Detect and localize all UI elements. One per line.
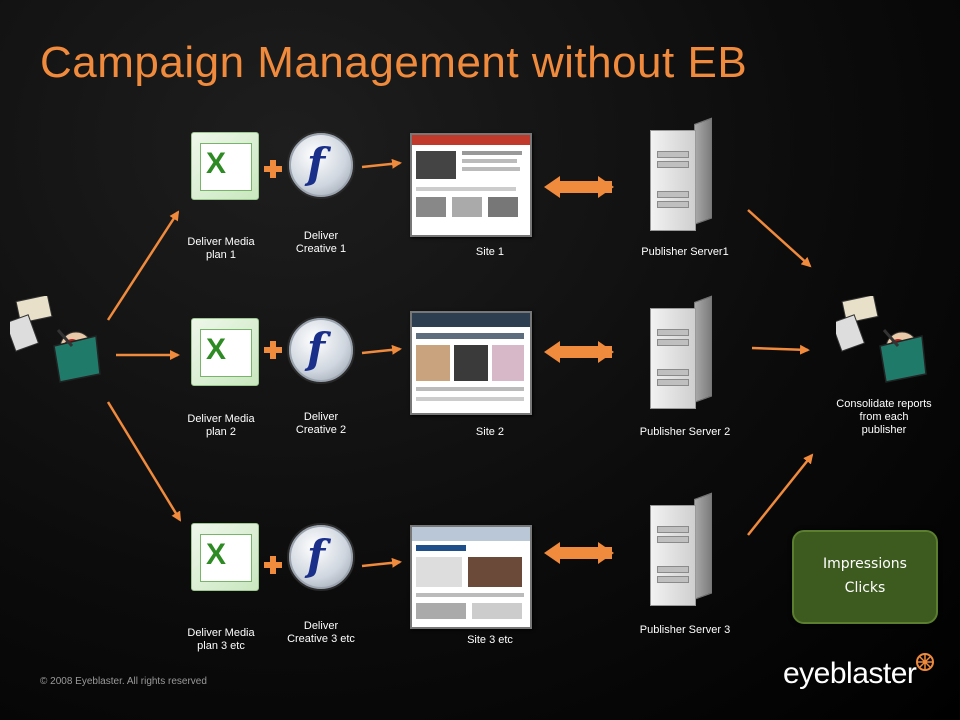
excel-icon: X <box>191 318 259 386</box>
arrow-creative2-to-site2 <box>361 344 402 355</box>
consolidate-label: Consolidate reports from each publisher <box>836 398 932 436</box>
server-label: Publisher Server 2 <box>639 426 731 438</box>
creative-label: Deliver Creative 2 <box>295 411 347 436</box>
website-screenshot <box>410 525 532 629</box>
arrow-person-to-plan1 <box>106 210 180 321</box>
logo-mark-icon <box>916 653 934 671</box>
excel-icon: X <box>191 523 259 591</box>
arrow-server1-to-consolidate <box>747 209 812 268</box>
server-tower-icon <box>650 492 712 606</box>
site-label: Site 3 etc <box>467 634 513 646</box>
server-tower-icon <box>650 295 712 409</box>
site-label: Site 2 <box>475 426 505 438</box>
plus-icon <box>264 556 282 574</box>
media-plan-label: Deliver Media plan 1 <box>187 236 255 261</box>
server-label: Publisher Server 3 <box>639 624 731 636</box>
copyright-text: © 2008 Eyeblaster. All rights reserved <box>40 676 207 687</box>
website-screenshot <box>410 311 532 415</box>
arrow-server3-to-consolidate <box>747 453 814 536</box>
plus-icon <box>264 341 282 359</box>
plus-icon <box>264 160 282 178</box>
flash-icon: f <box>287 523 355 591</box>
impressions-clicks-box: Impressions Clicks <box>792 530 938 624</box>
page-title: Campaign Management without EB <box>40 38 748 87</box>
flash-icon: f <box>287 131 355 199</box>
clicks-text: Clicks <box>844 580 886 596</box>
flash-icon: f <box>287 316 355 384</box>
impressions-text: Impressions <box>823 556 907 572</box>
excel-icon: X <box>191 132 259 200</box>
media-plan-label: Deliver Media plan 3 etc <box>187 627 255 652</box>
creative-label: Deliver Creative 1 <box>295 230 347 255</box>
website-screenshot <box>410 133 532 237</box>
eyeblaster-logo: eyeblaster <box>783 657 917 690</box>
consolidating-person-icon <box>830 294 932 386</box>
media-plan-label: Deliver Media plan 2 <box>187 413 255 438</box>
advertiser-person-icon <box>4 294 106 386</box>
creative-label: Deliver Creative 3 etc <box>287 620 355 645</box>
site-label: Site 1 <box>475 246 505 258</box>
arrow-server2-to-consolidate <box>751 344 810 355</box>
arrow-creative3-to-site3 <box>361 557 402 568</box>
server-tower-icon <box>650 117 712 231</box>
arrow-person-to-plan3 <box>106 401 182 522</box>
arrow-creative1-to-site1 <box>361 158 402 169</box>
server-label: Publisher Server1 <box>641 246 729 258</box>
